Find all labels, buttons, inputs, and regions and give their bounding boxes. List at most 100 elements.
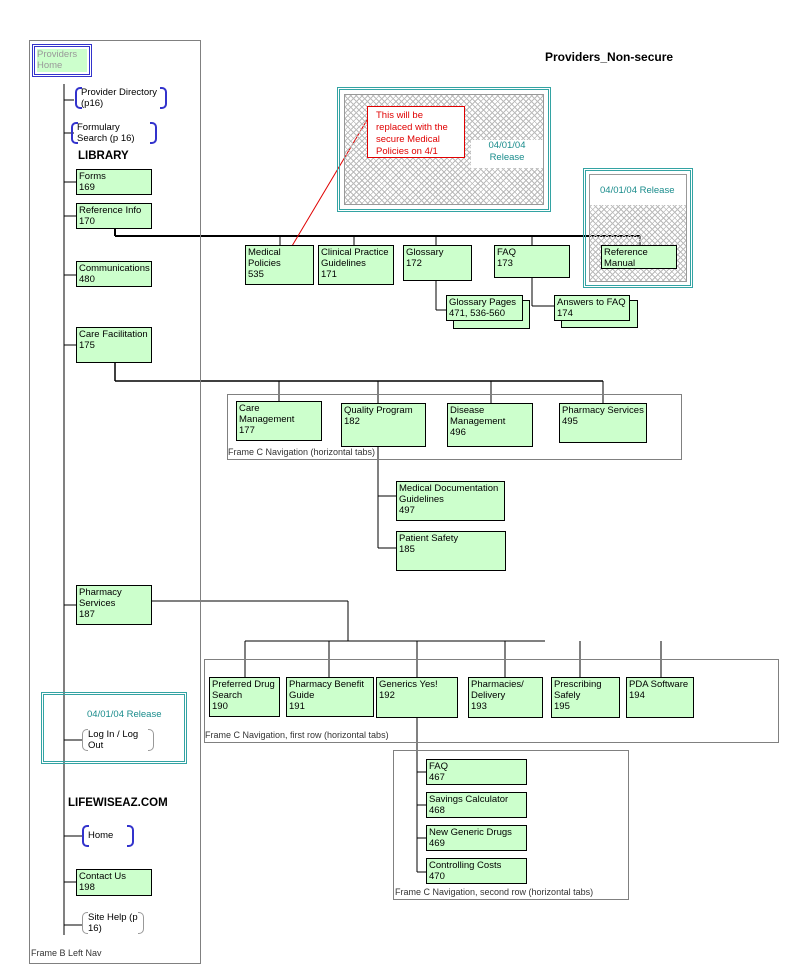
clinical-practice-num: 171 xyxy=(321,269,337,280)
page-title: Providers_Non-secure xyxy=(545,50,674,64)
care-management-label: Care Management xyxy=(239,403,295,425)
pda-software-label: PDA Software xyxy=(629,679,689,690)
pharmacies-delivery-num: 193 xyxy=(471,701,487,712)
benefit-guide-box[interactable]: Pharmacy Benefit Guide 191 xyxy=(286,677,374,717)
disease-management-label: Disease Management xyxy=(450,405,506,427)
savings-calculator-label: Savings Calculator xyxy=(429,794,509,805)
glossary-pages-num: 471, 536-560 xyxy=(449,308,505,319)
pharmacies-delivery-label: Pharmacies/ Delivery xyxy=(471,679,524,701)
providers-home-label: Providers Home xyxy=(37,49,87,72)
nav-forms-num: 169 xyxy=(79,182,95,193)
answers-faq-num: 174 xyxy=(557,308,573,319)
quality-program-box[interactable]: Quality Program 182 xyxy=(341,403,426,447)
site-help-link[interactable]: Site Help (p 16) xyxy=(82,912,144,934)
medical-policies-box[interactable]: Medical Policies 535 xyxy=(245,245,314,285)
release-note-2: 04/01/04 Release xyxy=(600,185,675,196)
nav-care-facilitation[interactable]: Care Facilitation 175 xyxy=(76,327,152,363)
controlling-costs-num: 470 xyxy=(429,871,445,882)
patient-safety-num: 185 xyxy=(399,544,415,555)
faq-box[interactable]: FAQ 173 xyxy=(494,245,570,278)
nav-reference-info-num: 170 xyxy=(79,216,95,227)
nav-care-facilitation-num: 175 xyxy=(79,340,95,351)
reference-manual-label: Reference Manual xyxy=(604,247,648,269)
medical-documentation-num: 497 xyxy=(399,505,415,516)
prescribing-safely-num: 195 xyxy=(554,701,570,712)
answers-faq-label: Answers to FAQ xyxy=(557,297,626,308)
pharmacy-row2-frame xyxy=(393,750,629,900)
providers-home-button[interactable]: Providers Home xyxy=(32,44,92,77)
nav-contact-us[interactable]: Contact Us 198 xyxy=(76,869,152,896)
reference-manual-box[interactable]: Reference Manual xyxy=(601,245,677,269)
frame-b-caption: Frame B Left Nav xyxy=(31,948,102,958)
pda-software-box[interactable]: PDA Software 194 xyxy=(626,677,694,718)
formulary-search-link[interactable]: Formulary Search (p 16) xyxy=(71,122,157,144)
prescribing-safely-label: Prescribing Safely xyxy=(554,679,602,701)
care-management-box[interactable]: Care Management 177 xyxy=(236,401,322,441)
generics-yes-box[interactable]: Generics Yes! 192 xyxy=(376,677,458,718)
generics-yes-num: 192 xyxy=(379,690,395,701)
care-tabs-frame xyxy=(227,394,682,460)
pharmacies-delivery-box[interactable]: Pharmacies/ Delivery 193 xyxy=(468,677,543,718)
controlling-costs-box[interactable]: Controlling Costs 470 xyxy=(426,858,527,884)
home-link[interactable]: Home xyxy=(82,825,134,847)
care-management-num: 177 xyxy=(239,425,255,436)
preferred-drug-box[interactable]: Preferred Drug Search 190 xyxy=(209,677,280,717)
benefit-guide-num: 191 xyxy=(289,701,305,712)
patient-safety-box[interactable]: Patient Safety 185 xyxy=(396,531,506,571)
nav-forms[interactable]: Forms 169 xyxy=(76,169,152,195)
faq-label: FAQ xyxy=(497,247,517,258)
new-generic-drugs-label: New Generic Drugs xyxy=(429,827,512,838)
medical-documentation-label: Medical Documentation Guidelines xyxy=(399,483,499,505)
clinical-practice-label: Clinical Practice Guidelines xyxy=(321,247,389,269)
nav-pharmacy-services-num: 187 xyxy=(79,609,95,620)
lifewise-heading: LIFEWISEAZ.COM xyxy=(68,797,168,809)
login-logout-link[interactable]: Log In / Log Out xyxy=(82,729,154,751)
pharmacy-row1-caption: Frame C Navigation, first row (horizonta… xyxy=(205,730,389,740)
quality-program-num: 182 xyxy=(344,416,360,427)
medical-policies-label: Medical Policies xyxy=(248,247,281,269)
medical-documentation-box[interactable]: Medical Documentation Guidelines 497 xyxy=(396,481,505,521)
answers-faq-box[interactable]: Answers to FAQ 174 xyxy=(554,295,630,321)
nav-contact-us-num: 198 xyxy=(79,882,95,893)
disease-management-box[interactable]: Disease Management 496 xyxy=(447,403,533,447)
glossary-num: 172 xyxy=(406,258,422,269)
nav-pharmacy-services-label: Pharmacy Services xyxy=(79,587,122,609)
red-note: This will be replaced with the secure Me… xyxy=(367,106,465,158)
glossary-pages-box[interactable]: Glossary Pages 471, 536-560 xyxy=(446,295,523,321)
generics-faq-label: FAQ xyxy=(429,761,449,772)
controlling-costs-label: Controlling Costs xyxy=(429,860,502,871)
login-release-frame xyxy=(41,692,187,764)
new-generic-drugs-box[interactable]: New Generic Drugs 469 xyxy=(426,825,527,851)
provider-directory-link[interactable]: Provider Directory (p16) xyxy=(75,87,167,109)
glossary-label: Glossary xyxy=(406,247,444,258)
faq-num: 173 xyxy=(497,258,513,269)
nav-pharmacy-services[interactable]: Pharmacy Services 187 xyxy=(76,585,152,625)
release-frame-2: 04/01/04 Release xyxy=(583,168,693,288)
nav-reference-info[interactable]: Reference Info 170 xyxy=(76,203,152,229)
prescribing-safely-box[interactable]: Prescribing Safely 195 xyxy=(551,677,620,718)
release-hatch-2 xyxy=(590,205,686,281)
generics-yes-label: Generics Yes! xyxy=(379,679,438,690)
benefit-guide-label: Pharmacy Benefit Guide xyxy=(289,679,364,701)
nav-communications[interactable]: Communications 480 xyxy=(76,261,152,287)
release-note-1: 04/01/04 Release xyxy=(471,140,543,168)
generics-faq-num: 467 xyxy=(429,772,445,783)
care-pharmacy-services-num: 495 xyxy=(562,416,578,427)
nav-communications-num: 480 xyxy=(79,274,95,285)
patient-safety-label: Patient Safety xyxy=(399,533,459,544)
library-heading: LIBRARY xyxy=(78,150,129,162)
care-tabs-caption: Frame C Navigation (horizontal tabs) xyxy=(228,447,376,457)
medical-policies-num: 535 xyxy=(248,269,264,280)
glossary-pages-label: Glossary Pages xyxy=(449,297,517,308)
pharmacy-row1-frame xyxy=(204,659,779,743)
savings-calculator-box[interactable]: Savings Calculator 468 xyxy=(426,792,527,818)
clinical-practice-box[interactable]: Clinical Practice Guidelines 171 xyxy=(318,245,394,285)
generics-faq-box[interactable]: FAQ 467 xyxy=(426,759,527,785)
glossary-box[interactable]: Glossary 172 xyxy=(403,245,472,281)
nav-reference-info-label: Reference Info xyxy=(79,205,142,216)
new-generic-drugs-num: 469 xyxy=(429,838,445,849)
care-pharmacy-services-box[interactable]: Pharmacy Services 495 xyxy=(559,403,647,443)
nav-communications-label: Communications xyxy=(79,263,150,274)
release-note-1-text: 04/01/04 Release xyxy=(488,140,526,163)
